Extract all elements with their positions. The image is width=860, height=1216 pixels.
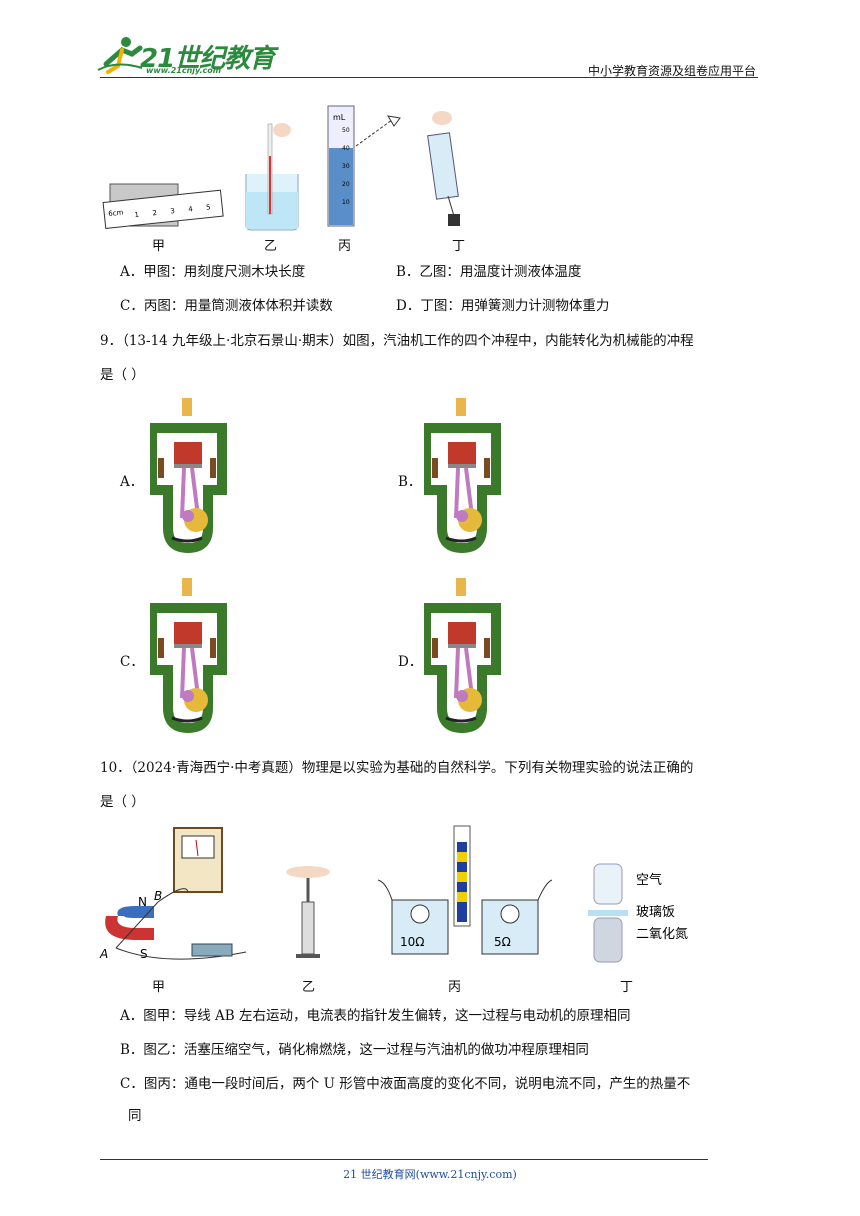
piston-figure	[286, 866, 330, 958]
header-logo	[96, 34, 146, 76]
ruler-unit-label: 6cm	[108, 208, 124, 218]
q8-label-ding: 丁	[452, 239, 466, 254]
engine-b-figure[interactable]	[424, 392, 504, 572]
ruler-figure: 6cm 1 2 3 4 5	[102, 183, 224, 229]
gas-air-label: 空气	[636, 872, 662, 888]
q8-option-d[interactable]: D．丁图：用弹簧测力计测物体重力	[396, 298, 610, 314]
q8-option-a[interactable]: A．甲图：用刻度尺测木块长度	[120, 264, 306, 280]
cylinder-tick-30: 30	[342, 163, 350, 170]
magnet-n-label: N	[138, 895, 147, 909]
q9-stem-line1: 9．（13-14 九年级上·北京石景山·期末）如图，汽油机工作的四个冲程中，内能…	[100, 333, 694, 349]
cylinder-tick-40: 40	[342, 145, 350, 152]
ruler-tick-3: 3	[170, 207, 175, 215]
q8-label-yi: 乙	[264, 239, 278, 254]
cylinder-unit: mL	[333, 113, 346, 122]
runner-logo-icon	[97, 37, 143, 74]
ruler-tick-1: 1	[134, 211, 139, 219]
q8-label-jia: 甲	[152, 239, 166, 254]
u-tube-figure: 10Ω 5Ω	[377, 825, 553, 955]
beaker-figure	[245, 123, 299, 231]
q10-figures: N S A B 10Ω 5Ω	[96, 822, 696, 972]
q10-stem-line1: 10．（2024·青海西宁·中考真题）物理是以实验为基础的自然科学。下列有关物理…	[100, 760, 694, 776]
galvanometer-figure: N S A B	[99, 827, 247, 961]
q10-stem-line2: 是（ ）	[100, 794, 145, 810]
gas-jar-figure: 空气 玻璃饭 二氧化氮	[588, 863, 688, 963]
engine-c-figure[interactable]	[150, 572, 230, 752]
q10-figure-svg: N S A B 10Ω 5Ω	[99, 825, 688, 963]
cylinder-figure: mL 50 40 30 20 10	[327, 105, 401, 227]
q10-label-yi: 乙	[302, 980, 316, 995]
q10-option-a[interactable]: A．图甲：导线 AB 左右运动，电流表的指针发生偏转，这一过程与电动机的原理相同	[120, 1008, 631, 1024]
ruler-tick-4: 4	[188, 205, 194, 213]
footer-divider	[100, 1159, 708, 1160]
q8-option-c[interactable]: C．丙图：用量筒测液体体积并读数	[120, 298, 333, 314]
q8-option-b[interactable]: B．乙图：用温度计测液体温度	[396, 264, 582, 280]
resistor-5-label: 5Ω	[494, 935, 511, 949]
q9-label-a[interactable]: A．	[120, 474, 144, 490]
ruler-tick-2: 2	[152, 209, 157, 217]
wire-a-label: A	[99, 947, 108, 961]
q8-figure-svg: 6cm 1 2 3 4 5 mL 50 40 30 20 10	[102, 105, 460, 231]
q9-label-c[interactable]: C．	[120, 654, 144, 670]
footer-link[interactable]: 21 世纪教育网(www.21cnjy.com)	[343, 1168, 517, 1181]
cylinder-tick-20: 20	[342, 181, 350, 188]
header-platform-text: 中小学教育资源及组卷应用平台	[587, 64, 756, 78]
q9-label-b[interactable]: B．	[398, 474, 422, 490]
gas-glass-label: 玻璃饭	[636, 905, 675, 920]
header-divider	[100, 77, 758, 78]
q8-figures: 6cm 1 2 3 4 5 mL 50 40 30 20 10	[96, 96, 516, 236]
ruler-tick-5: 5	[206, 203, 211, 211]
gas-no2-label: 二氧化氮	[636, 927, 688, 942]
q9-stem-line2: 是（ ）	[100, 367, 145, 383]
logo-url: www.21cnjy.com	[146, 66, 222, 75]
cylinder-tick-10: 10	[342, 199, 350, 206]
logo-text: 21世纪教育	[140, 44, 275, 74]
q9-label-d[interactable]: D．	[398, 654, 423, 670]
q10-option-b[interactable]: B．图乙：活塞压缩空气，硝化棉燃烧，这一过程与汽油机的做功冲程原理相同	[120, 1042, 589, 1058]
q10-option-c-line1[interactable]: C．图丙：通电一段时间后，两个 U 形管中液面高度的变化不同，说明电流不同，产生…	[120, 1076, 691, 1092]
magnet-s-label: S	[140, 947, 148, 961]
wire-b-label: B	[154, 889, 162, 903]
q10-label-jia: 甲	[152, 980, 166, 995]
q10-label-ding: 丁	[620, 980, 634, 995]
q10-label-bing: 丙	[448, 980, 462, 995]
cylinder-tick-50: 50	[342, 127, 350, 134]
q8-label-bing: 丙	[338, 239, 352, 254]
q10-option-c-line2: 同	[128, 1108, 142, 1124]
engine-a-figure[interactable]	[150, 392, 230, 572]
resistor-10-label: 10Ω	[400, 935, 424, 949]
spring-scale-figure	[427, 111, 460, 226]
engine-d-figure[interactable]	[424, 572, 504, 752]
